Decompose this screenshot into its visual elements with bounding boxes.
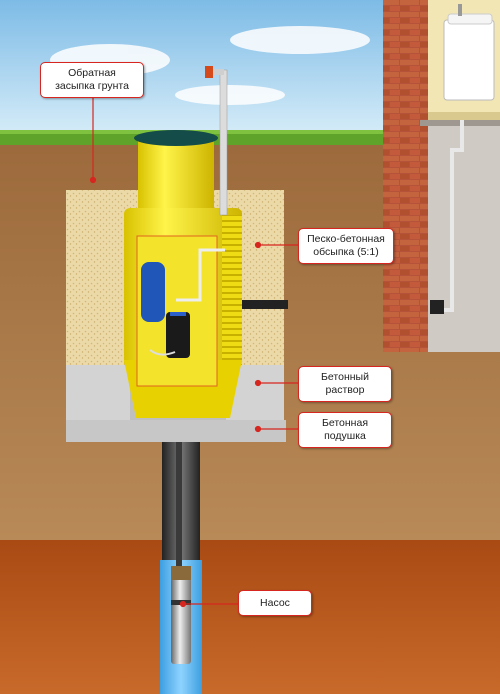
label-concrete-pad: Бетонная подушка [298, 412, 392, 448]
label-pump: Насос [238, 590, 312, 616]
pressure-tank [141, 262, 165, 322]
leader-lines [89, 95, 298, 608]
internal-pipe [176, 248, 225, 302]
label-backfill-line1: Обратная [68, 67, 116, 79]
brick-wall [383, 0, 428, 352]
label-sand-concrete-line1: Песко-бетонная [307, 233, 385, 245]
house-pipe [440, 120, 464, 312]
tap-icon [205, 66, 213, 78]
sink-icon [443, 4, 495, 101]
vent-pipe [219, 69, 228, 216]
label-backfill: Обратная засыпка грунта [40, 62, 144, 98]
label-concrete-mortar: Бетонный раствор [298, 366, 392, 402]
label-concrete-mortar-line1: Бетонный [321, 371, 369, 383]
label-sand-concrete-line2: обсыпка (5:1) [313, 246, 379, 258]
concrete-pad [66, 420, 286, 442]
caisson-lid [134, 130, 218, 146]
label-concrete-mortar-line2: раствор [325, 384, 365, 396]
submersible-pump [171, 566, 191, 664]
outlet-pipe [242, 300, 288, 309]
label-sand-concrete: Песко-бетонная обсыпка (5:1) [298, 228, 394, 264]
caisson-neck [138, 138, 214, 208]
clay-layer [0, 540, 500, 694]
label-backfill-line2: засыпка грунта [55, 80, 129, 92]
label-concrete-pad-line2: подушка [324, 430, 366, 442]
label-concrete-pad-line1: Бетонная [321, 417, 369, 429]
label-pump-line1: Насос [260, 597, 290, 609]
control-unit [166, 312, 190, 358]
grass [0, 132, 500, 146]
basement [428, 120, 500, 352]
